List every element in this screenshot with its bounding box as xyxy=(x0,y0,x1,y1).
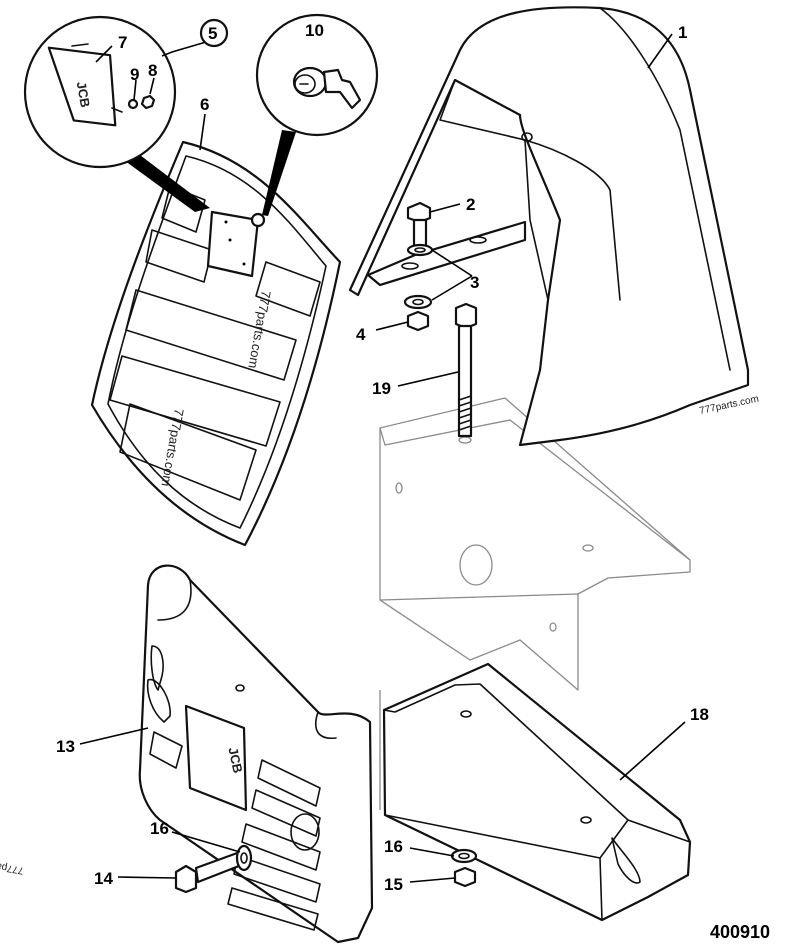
callout-1: 1 xyxy=(678,23,687,42)
hood-cowl xyxy=(348,6,750,447)
side-weight-block xyxy=(382,662,692,922)
callout-16-rear: 16 xyxy=(384,837,403,856)
bolt-2 xyxy=(406,201,432,248)
watermark-edge: 777pa xyxy=(0,860,25,876)
callout-14: 14 xyxy=(94,869,113,888)
callout-8: 8 xyxy=(148,61,157,80)
callout-19: 19 xyxy=(372,379,391,398)
callout-3: 3 xyxy=(470,273,479,292)
washer-16-rear xyxy=(450,848,478,864)
callout-2: 2 xyxy=(466,195,475,214)
detail-badge-inset: JCB xyxy=(23,15,210,212)
nut-15 xyxy=(453,866,477,888)
callout-15: 15 xyxy=(384,875,403,894)
callout-13: 13 xyxy=(56,737,75,756)
counterweight-emblem-text: JCB xyxy=(225,746,245,775)
callout-5: 5 xyxy=(208,24,217,43)
nut-4 xyxy=(406,310,430,332)
callout-labels: 1 2 3 4 5 6 7 8 9 10 13 14 15 16 16 18 1… xyxy=(56,18,709,894)
badge-emblem-text: JCB xyxy=(74,80,93,108)
front-counterweight: JCB xyxy=(138,564,374,944)
callout-16-front: 16 xyxy=(150,819,169,838)
detail-lock-inset xyxy=(255,13,379,216)
washer-3 xyxy=(403,243,434,310)
long-bolt-19 xyxy=(454,302,478,438)
callout-7: 7 xyxy=(118,33,127,52)
weight-carrier-bracket xyxy=(379,397,691,810)
bolt-14 xyxy=(174,850,246,894)
leader-lines xyxy=(79,33,686,883)
callout-9: 9 xyxy=(130,65,139,84)
callout-10: 10 xyxy=(305,21,324,40)
callout-6: 6 xyxy=(200,95,209,114)
callout-18: 18 xyxy=(690,705,709,724)
front-grille xyxy=(90,140,342,547)
callout-4: 4 xyxy=(356,325,366,344)
washer-16-front xyxy=(235,844,253,872)
figure-code: 400910 xyxy=(710,922,770,942)
callout-5-circle xyxy=(199,18,229,48)
